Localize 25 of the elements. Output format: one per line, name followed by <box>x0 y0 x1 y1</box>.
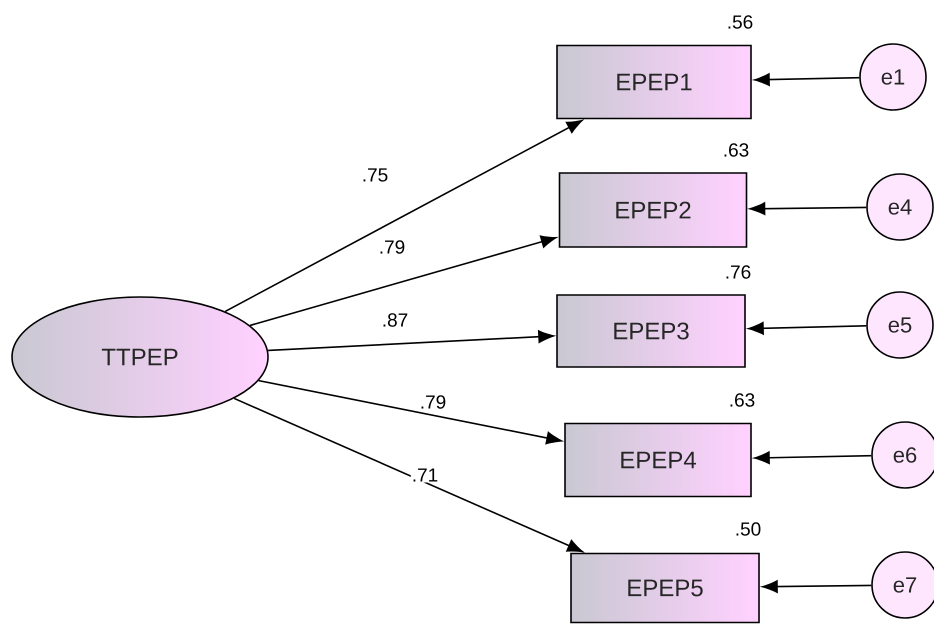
arrow <box>754 73 860 86</box>
squared-multiple-correlation: .76 <box>726 265 750 279</box>
arrow <box>762 580 872 593</box>
squared-multiple-correlation: .63 <box>730 393 754 407</box>
observed-variable-box: EPEP1 <box>556 44 752 120</box>
path-coefficient: .75 <box>360 167 390 183</box>
path-coefficient: .87 <box>380 312 410 328</box>
arrow <box>258 380 562 444</box>
arrow <box>224 120 582 312</box>
arrow <box>748 322 866 335</box>
arrow <box>268 330 554 352</box>
squared-multiple-correlation: .56 <box>728 15 752 29</box>
path-coefficient: .71 <box>410 467 440 483</box>
observed-variable-box: EPEP3 <box>556 294 746 368</box>
observed-variable-box: EPEP5 <box>570 552 760 624</box>
arrow <box>234 398 583 552</box>
squared-multiple-correlation: .50 <box>736 522 760 536</box>
path-coefficient: .79 <box>378 239 406 255</box>
path-coefficient: .79 <box>418 394 448 410</box>
arrow <box>750 202 866 216</box>
arrow <box>250 235 556 326</box>
squared-multiple-correlation: .63 <box>724 143 748 157</box>
observed-variable-box: EPEP2 <box>558 172 748 248</box>
arrow <box>754 451 872 464</box>
observed-variable-box: EPEP4 <box>564 422 752 498</box>
